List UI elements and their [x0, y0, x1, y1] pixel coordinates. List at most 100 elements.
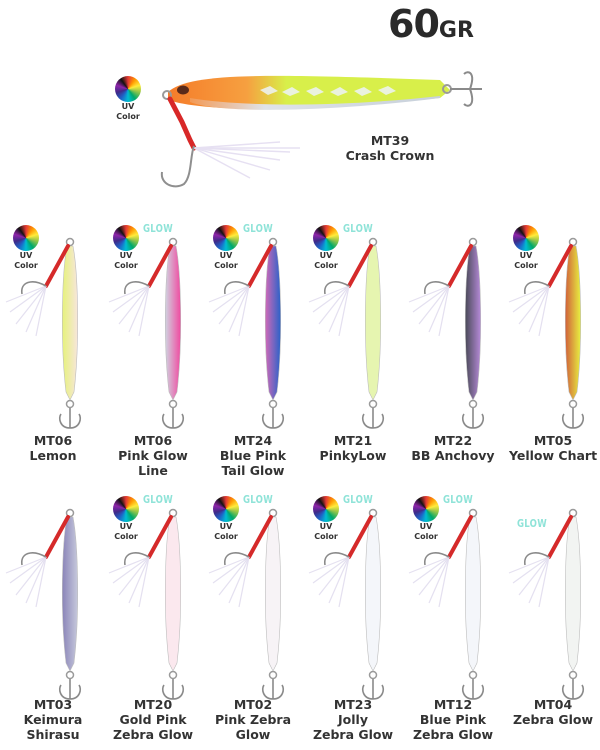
lure-eye [177, 85, 189, 95]
lure-body [165, 516, 181, 672]
assist-hook-icon [424, 552, 450, 566]
lure-code: MT06 [33, 433, 73, 448]
treble-hook-icon [461, 679, 485, 700]
feather-skirt [208, 556, 250, 608]
uv-color-badge: UV Color [211, 496, 241, 541]
uv-badge-line1: UV [419, 522, 433, 531]
assist-cord [247, 515, 273, 559]
uv-badge-line1: UV [319, 251, 333, 260]
uv-color-badge: UV Color [311, 496, 341, 541]
uv-badge-line1: UV [319, 522, 333, 531]
uv-badge-line1: UV [219, 251, 233, 260]
treble-hook-icon [58, 408, 82, 429]
split-ring [162, 90, 172, 100]
glow-badge: GLOW [443, 493, 473, 506]
weight-unit: GR [438, 18, 474, 43]
lure-name-line: PinkyLow [319, 448, 387, 463]
tail-ring [368, 399, 378, 409]
treble-hook-icon [58, 679, 82, 700]
feather-skirt [5, 556, 47, 608]
split-ring [368, 508, 378, 518]
uv-badge-line2: Color [314, 531, 338, 541]
lure-code: MT02 [233, 697, 273, 712]
glow-badge: GLOW [343, 222, 373, 235]
feather-skirt [108, 556, 150, 608]
assist-hook-icon [524, 552, 550, 566]
lure-name-line: Pink Zebra [214, 712, 292, 727]
treble-hook-icon [161, 679, 185, 700]
lure-code: MT04 [533, 697, 573, 712]
lure-code: MT12 [433, 697, 473, 712]
lure-name-line: Glow [235, 727, 271, 742]
assist-cord [547, 244, 573, 288]
tail-ring [368, 670, 378, 680]
treble-hook-icon [361, 679, 385, 700]
lure-name-line: Shirasu [26, 727, 80, 742]
uv-color-badge: UV Color [111, 225, 141, 270]
uv-badge-line2: Color [414, 531, 438, 541]
lure-name-line: Yellow Chart [508, 448, 598, 463]
assist-hook-icon [324, 552, 350, 566]
uv-badge-line1: UV [219, 522, 233, 531]
uv-badge-line1: UV [519, 251, 533, 260]
assist-hook-icon [124, 281, 150, 295]
uv-color-wheel-icon [115, 76, 141, 102]
assist-hook-icon [21, 281, 47, 295]
uv-color-wheel-icon [513, 225, 539, 251]
lure-name-line: Tail Glow [221, 463, 285, 478]
lure-name-line: Pink Glow [118, 448, 188, 463]
split-ring [368, 237, 378, 247]
split-ring [168, 237, 178, 247]
lure-image [508, 237, 585, 429]
assist-cord [447, 515, 473, 559]
lure-body [62, 516, 78, 672]
lure-code: MT23 [333, 697, 373, 712]
lure-image [208, 508, 285, 700]
treble-hook-icon [561, 679, 585, 700]
treble-hook-icon [361, 408, 385, 429]
lure-code: MT21 [333, 433, 373, 448]
assist-cord [44, 515, 70, 559]
weight-heading: 60GR [388, 2, 474, 46]
assist-cord [44, 244, 70, 288]
tail-ring [468, 399, 478, 409]
lure-code: MT39 [370, 133, 410, 148]
lure-name-line: Zebra Glow [412, 727, 494, 742]
uv-badge-line1: UV [119, 251, 133, 260]
lure-scales [260, 86, 396, 96]
lure-body [365, 245, 381, 401]
assist-hook-icon [224, 552, 250, 566]
uv-color-wheel-icon [213, 225, 239, 251]
lure-body [265, 245, 281, 401]
glow-badge: GLOW [143, 493, 173, 506]
tail-ring [268, 399, 278, 409]
lure-name-line: Jolly [338, 712, 368, 727]
split-ring [65, 237, 75, 247]
lure-name-line: Gold Pink [119, 712, 187, 727]
assist-hook-icon [324, 281, 350, 295]
lure-body [265, 516, 281, 672]
treble-hook-icon [261, 408, 285, 429]
uv-color-badge: UV Color [211, 225, 241, 270]
lure-name: Crash Crown [345, 148, 435, 163]
uv-color-wheel-icon [313, 496, 339, 522]
assist-hook-icon [124, 552, 150, 566]
assist-hook-icon [21, 552, 47, 566]
lure-name-line: Zebra Glow [512, 712, 594, 727]
assist-hook-icon [424, 281, 450, 295]
glow-badge: GLOW [143, 222, 173, 235]
tail-ring [568, 670, 578, 680]
uv-badge-line2: Color [114, 260, 138, 270]
lure-image [508, 508, 585, 700]
lure-image [408, 508, 485, 700]
weight-value: 60 [388, 2, 440, 46]
